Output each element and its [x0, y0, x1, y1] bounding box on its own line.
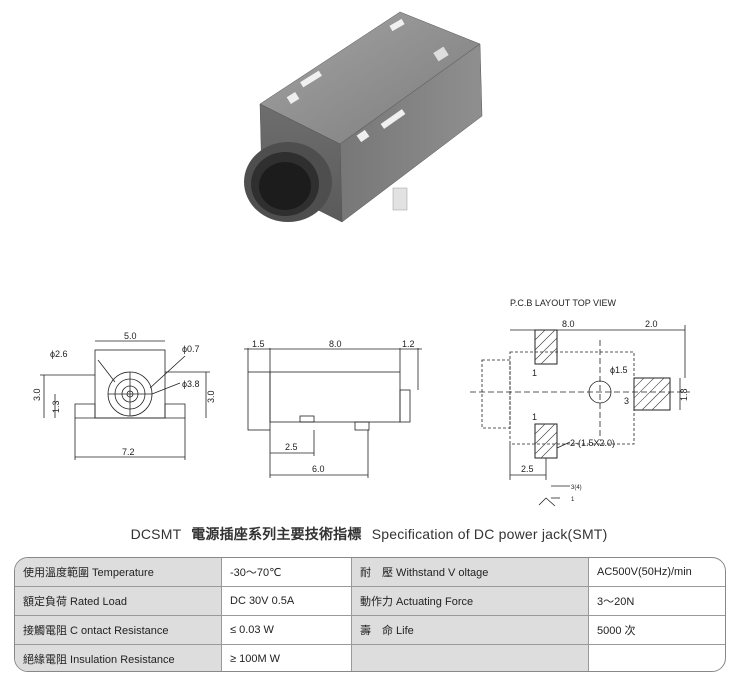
pcb-slot-label: 2-(1.5X2.0): [570, 438, 615, 448]
front-view: [40, 340, 210, 460]
spec-label: 使用溫度範圍 Temperature: [15, 558, 222, 587]
front-width-label: 5.0: [124, 331, 137, 341]
side-b-label: 8.0: [329, 339, 342, 349]
spec-label: 耐 壓 Withstand V oltage: [351, 558, 589, 587]
front-base-width-label: 7.2: [122, 447, 135, 457]
pcb-bottom-label: 2.5: [521, 464, 534, 474]
pcb-h-label: 1.8: [679, 388, 689, 401]
pcb-a-label: 8.0: [562, 319, 575, 329]
pcb-pin1b-label: 1: [532, 412, 537, 422]
front-d1-label: ϕ2.6: [50, 349, 68, 359]
side-e-label: 6.0: [312, 464, 325, 474]
spec-label-empty: [351, 644, 589, 671]
spec-label: 絕緣電阻 Insulation Resistance: [15, 644, 222, 671]
title-english: Specification of DC power jack(SMT): [371, 526, 608, 542]
spec-value: 5000 次: [588, 615, 725, 645]
spec-label: 動作力 Actuating Force: [351, 586, 589, 616]
table-row: 使用溫度範圍 Temperature -30～70℃ 耐 壓 Withstand…: [15, 558, 725, 587]
front-h1-label: 3.0: [32, 388, 42, 401]
spec-value: ≥ 100M W: [221, 644, 352, 671]
table-row: 接觸電阻 C ontact Resistance ≤ 0.03 W 壽 命 Li…: [15, 615, 725, 645]
dimension-drawings: 5.0 ϕ2.6 ϕ0.7 ϕ3.8 3.0 1.3 3.0 7.2 1.5 8…: [32, 298, 690, 507]
spec-title: DCSMT 電源插座系列主要技術指標 Specification of DC p…: [0, 524, 738, 544]
spec-value: 3～20N: [588, 586, 725, 616]
pcb-pad-hatching: [534, 329, 671, 459]
spec-table: 使用溫度範圍 Temperature -30～70℃ 耐 壓 Withstand…: [14, 557, 726, 672]
spec-value-empty: [588, 644, 725, 671]
title-chinese: 電源插座系列主要技術指標: [191, 526, 362, 542]
product-photo: [244, 11, 483, 223]
front-d2-label: ϕ0.7: [182, 344, 200, 354]
side-d-label: 2.5: [285, 442, 298, 452]
pcb-b-label: 2.0: [645, 319, 658, 329]
pcb-pin3-label: 3: [624, 396, 629, 406]
front-h2-label: 1.3: [51, 400, 61, 413]
pcb-layout: [470, 325, 690, 507]
side-c-label: 1.2: [402, 339, 415, 349]
spec-label: 壽 命 Life: [351, 615, 589, 645]
front-h3-label: 3.0: [206, 390, 216, 403]
front-d3-label: ϕ3.8: [182, 379, 200, 389]
pcb-hole-label: ϕ1.5: [610, 365, 628, 375]
pcb-pin1-label: 1: [532, 368, 537, 378]
spec-label: 接觸電阻 C ontact Resistance: [15, 615, 222, 645]
pcb-pin34-label: 3(4): [571, 485, 582, 491]
spec-value: ≤ 0.03 W: [221, 615, 352, 645]
table-row: 額定負荷 Rated Load DC 30V 0.5A 動作力 Actuatin…: [15, 586, 725, 616]
spec-value: DC 30V 0.5A: [221, 586, 352, 616]
pcb-layout-title: P.C.B LAYOUT TOP VIEW: [510, 298, 617, 308]
model-name: DCSMT: [130, 526, 182, 542]
spec-value: -30～70℃: [221, 558, 352, 587]
spec-value: AC500V(50Hz)/min: [588, 558, 725, 587]
side-a-label: 1.5: [252, 339, 265, 349]
spec-label: 額定負荷 Rated Load: [15, 586, 222, 616]
side-view: [244, 348, 422, 478]
pcb-pin1c-label: 1: [571, 497, 575, 503]
table-row: 絕緣電阻 Insulation Resistance ≥ 100M W: [15, 644, 725, 671]
